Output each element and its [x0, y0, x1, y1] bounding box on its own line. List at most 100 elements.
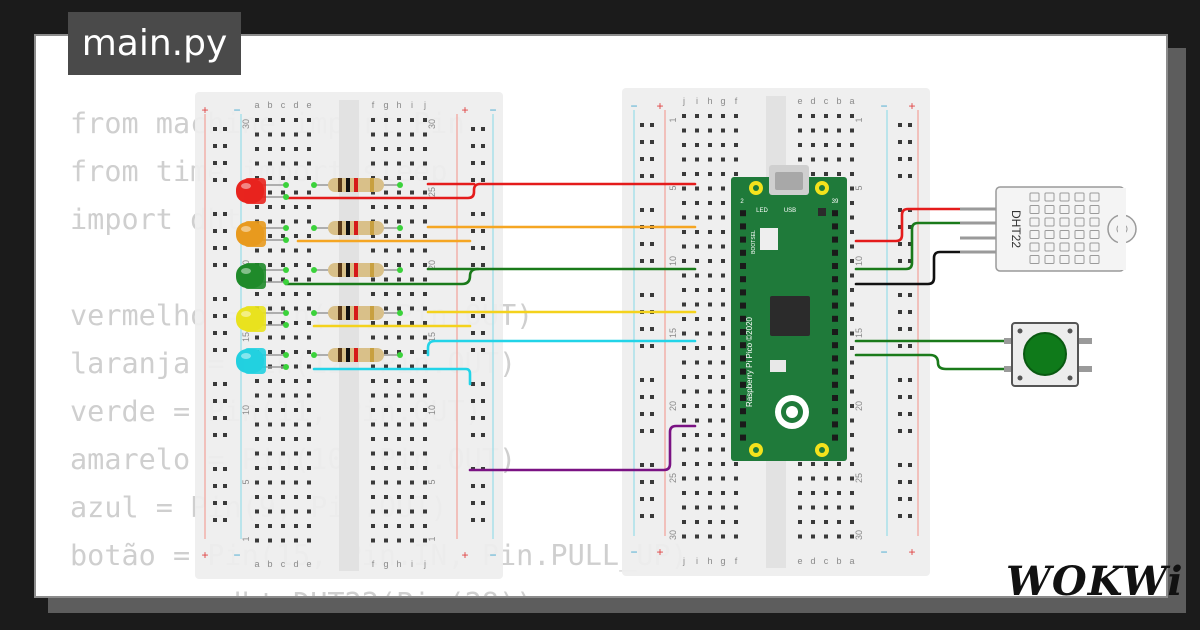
hole — [734, 114, 738, 118]
hole — [423, 219, 427, 224]
hole — [384, 509, 388, 514]
column-letter: i — [696, 96, 698, 106]
column-letter: f — [735, 96, 738, 106]
hole — [294, 263, 298, 267]
hole — [811, 534, 815, 539]
hole — [695, 462, 699, 466]
hole — [824, 534, 828, 539]
led-pin-dot — [283, 237, 289, 243]
wire-dht-vcc — [854, 207, 966, 243]
hole — [294, 219, 298, 224]
dht22-grille-cell — [1059, 217, 1070, 227]
led-highlight — [241, 353, 251, 359]
file-tab[interactable]: main.py — [68, 12, 241, 75]
column-letter: h — [707, 96, 712, 106]
hole — [397, 466, 401, 470]
resistor-band — [338, 306, 342, 320]
hole — [708, 244, 712, 249]
hole — [734, 128, 738, 133]
dht22-grille-cell — [1074, 230, 1085, 239]
rail-hole — [898, 140, 902, 144]
pico-pin — [832, 395, 838, 401]
resistor-pin-dot — [311, 267, 317, 273]
rail-hole — [223, 127, 227, 131]
hole — [682, 143, 686, 147]
hole — [371, 321, 375, 325]
rail-hole — [650, 378, 654, 382]
hole — [371, 147, 375, 151]
hole — [423, 509, 427, 514]
hole — [423, 538, 427, 543]
pico-bootsel-label: BOOTSEL — [751, 230, 757, 254]
rail-sign: − — [630, 545, 637, 559]
hole — [721, 433, 725, 437]
column-letter: g — [720, 556, 725, 566]
pico-mount-hole-inner — [753, 447, 759, 453]
rail-hole — [481, 127, 485, 131]
hole — [708, 230, 712, 234]
breadboard-center-channel — [339, 100, 359, 571]
hole — [721, 360, 725, 365]
hole — [850, 259, 854, 263]
hole — [721, 157, 725, 162]
hole — [397, 335, 401, 340]
rail-hole — [908, 310, 912, 314]
button-cap — [1024, 333, 1066, 375]
hole — [397, 147, 401, 151]
rail-hole — [481, 263, 485, 267]
hole — [682, 534, 686, 539]
led-pin-dot — [283, 352, 289, 358]
rail-hole — [908, 225, 912, 229]
hole — [721, 404, 725, 408]
hole — [307, 495, 311, 499]
hole — [397, 509, 401, 514]
hole — [695, 418, 699, 423]
hole — [695, 201, 699, 205]
hole — [850, 157, 854, 162]
rail-hole — [640, 497, 644, 501]
hole — [837, 128, 841, 133]
column-letter: h — [396, 100, 401, 110]
hole — [255, 292, 259, 296]
dht22-grille-cell — [1044, 217, 1055, 227]
rail-hole — [898, 208, 902, 212]
hole — [410, 118, 414, 122]
hole — [255, 422, 259, 427]
hole — [410, 437, 414, 441]
hole — [682, 360, 686, 365]
pico-pin — [740, 223, 746, 230]
hole — [734, 505, 738, 510]
hole — [397, 350, 401, 354]
hole — [423, 306, 427, 311]
column-letter: f — [735, 556, 738, 566]
hole — [384, 234, 388, 238]
hole — [384, 335, 388, 340]
hole — [397, 234, 401, 238]
hole — [281, 451, 285, 456]
hole — [695, 346, 699, 350]
hole — [371, 437, 375, 441]
rail-hole — [471, 314, 475, 318]
resistor-band — [338, 221, 342, 235]
rail-hole — [481, 331, 485, 335]
rail-hole — [908, 463, 912, 467]
hole — [281, 408, 285, 412]
resistor-band — [346, 348, 350, 362]
hole — [255, 393, 259, 398]
rail-hole — [898, 412, 902, 416]
rail-hole — [223, 144, 227, 148]
resistor-pin-dot — [397, 352, 403, 358]
hole — [410, 480, 414, 485]
rail-hole — [640, 378, 644, 382]
rail-hole — [471, 144, 475, 148]
hole — [721, 230, 725, 234]
hole — [410, 335, 414, 340]
pico-pin — [740, 276, 746, 283]
hole — [423, 335, 427, 340]
dht22-grille-cell — [1044, 205, 1055, 214]
hole — [721, 172, 725, 176]
hole — [371, 248, 375, 253]
hole — [281, 306, 285, 311]
hole — [384, 306, 388, 311]
hole — [410, 292, 414, 296]
